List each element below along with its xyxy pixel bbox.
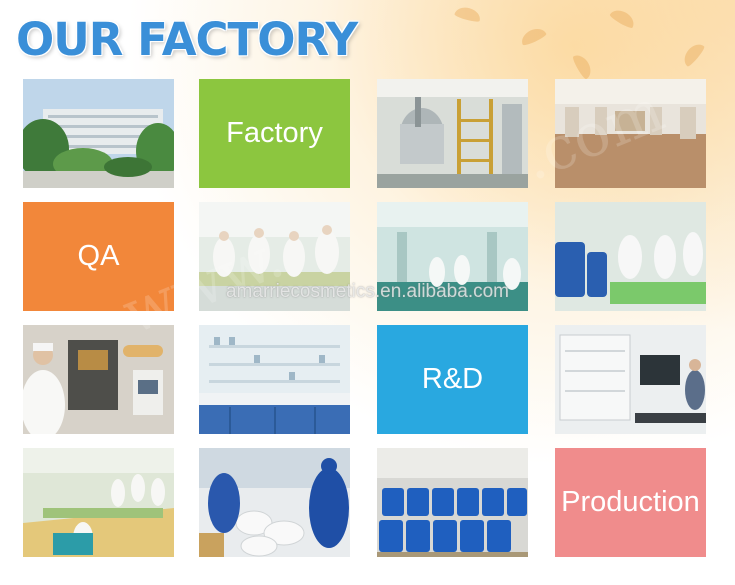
photo-mixing-tanks xyxy=(377,79,528,188)
watermark-text: amarriecosmetics.en.alibaba.com xyxy=(225,281,509,302)
photo-machine-operator xyxy=(23,325,174,434)
photo-packing-line xyxy=(23,448,174,557)
production-tile[interactable]: Production xyxy=(555,448,706,557)
factory-tile[interactable]: Factory xyxy=(199,79,350,188)
photo-qa-workers xyxy=(199,202,350,311)
factory-tile-label: Factory xyxy=(226,117,323,149)
photo-lab-instruments xyxy=(555,325,706,434)
photo-filling-line xyxy=(555,202,706,311)
production-tile-label: Production xyxy=(561,486,700,518)
qa-tile[interactable]: QA xyxy=(23,202,174,311)
rd-tile[interactable]: R&D xyxy=(377,325,528,434)
photo-production-hall xyxy=(377,202,528,311)
rd-tile-label: R&D xyxy=(421,363,484,395)
photo-laboratory xyxy=(199,325,350,434)
photo-factory-building xyxy=(23,79,174,188)
photo-warehouse xyxy=(555,79,706,188)
qa-tile-label: QA xyxy=(77,240,120,272)
photo-packaging-workers xyxy=(199,448,350,557)
photo-blue-barrels xyxy=(377,448,528,557)
page-title: OUR FACTORY xyxy=(16,13,358,66)
